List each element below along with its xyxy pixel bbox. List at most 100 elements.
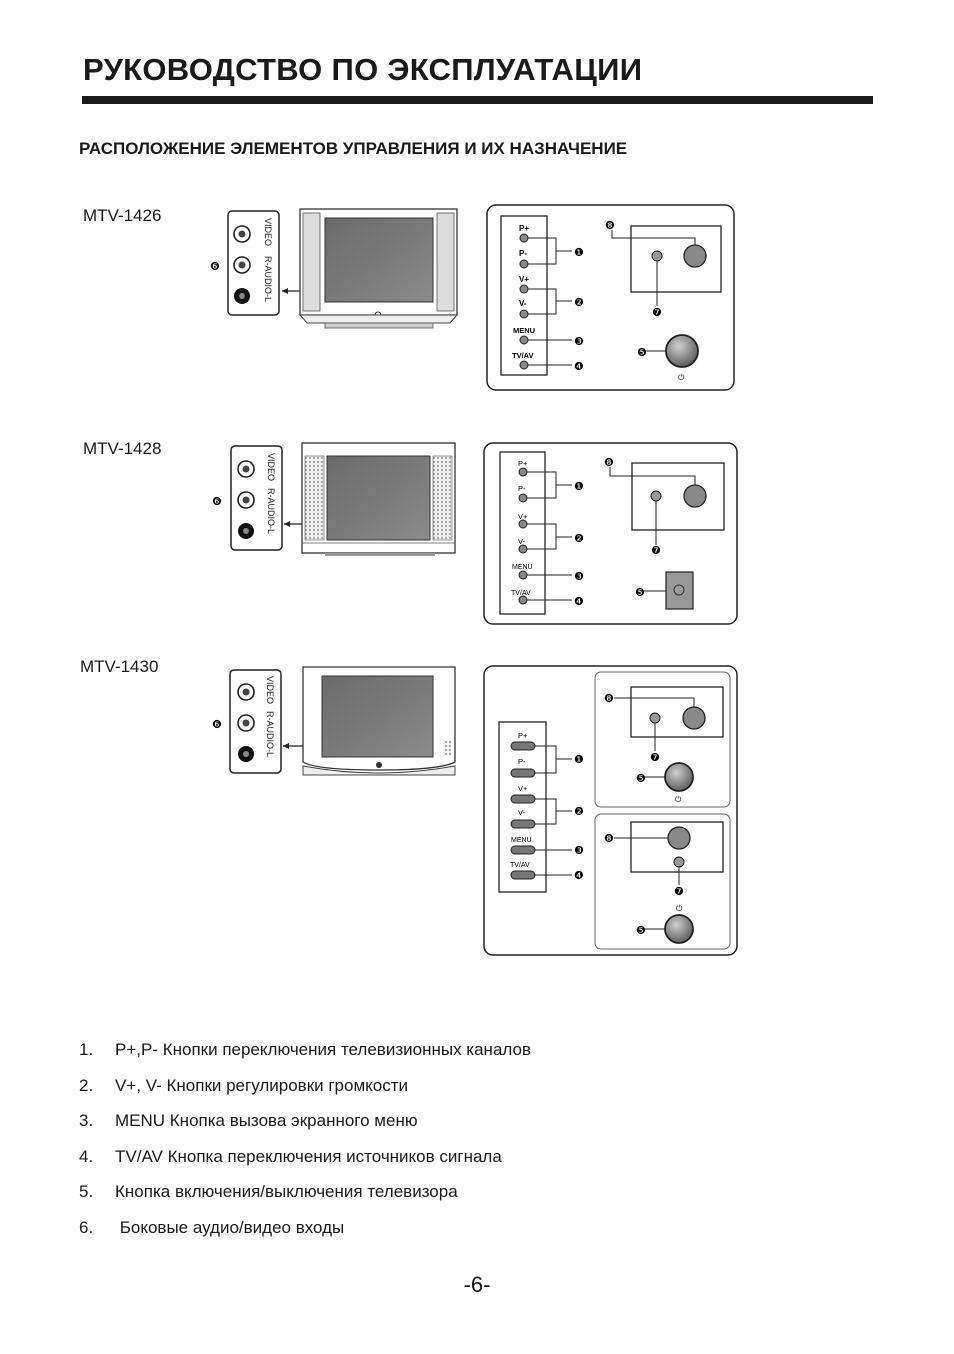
marker-8: ❽ [604,833,614,845]
mtv-1428-av-panel: VIDEO R-AUDIO-L [230,445,283,551]
marker-4: ❹ [574,361,584,373]
marker-4: ❹ [574,596,584,608]
marker-3: ❸ [574,336,584,348]
audio-l-jack-icon [233,256,251,274]
v-plus-button [518,519,528,529]
p-minus-label: P- [518,757,526,766]
audio-l-jack-icon [237,714,255,732]
indicator-led-icon [673,856,685,868]
marker-5: ❺ [636,773,646,785]
list-item: 1.P+,P- Кнопки переключения телевизионны… [79,1040,531,1059]
marker-6: ❻ [212,496,222,508]
marker-7: ❼ [674,886,684,898]
menu-button [518,570,528,580]
v-plus-label: V+ [518,784,528,793]
menu-label: MENU [513,326,535,335]
indicator-led-icon [650,490,662,502]
mtv-1430-av-panel: VIDEO R-AUDIO-L [229,669,282,774]
audio-r-jack-icon [238,523,254,539]
v-minus-button [518,544,528,554]
list-item: 5.Кнопка включения/выключения телевизора [79,1182,458,1201]
tvav-label: TV/AV [510,862,530,869]
ir-sensor-icon [683,484,707,508]
ir-sensor-icon [667,826,691,850]
v-plus-label: V+ [518,512,528,521]
marker-5: ❺ [637,347,647,359]
v-minus-button [519,309,529,319]
power-button-icon [665,334,699,368]
marker-1: ❶ [574,481,584,493]
menu-button [519,335,529,345]
mtv-1426-control-panel: P+ P- V+ V- MENU TV/AV ❶ ❷ ❸ ❹ ❽ ❼ ❺ ⏻ [486,204,735,391]
audio-l-jack-icon [237,491,255,509]
marker-8: ❽ [604,457,614,469]
power-symbol-icon: ⏻ [676,904,683,913]
p-minus-button [518,493,528,503]
audio-r-jack-icon [234,288,250,304]
marker-6: ❻ [212,719,222,731]
marker-2: ❷ [574,806,584,818]
p-minus-label: P- [518,484,526,493]
v-plus-button [519,284,529,294]
marker-5: ❺ [635,587,645,599]
title-underline [82,96,873,104]
video-jack-icon [237,683,255,701]
audio-jack-label: R-AUDIO-L [263,256,273,302]
page-number: -6- [463,1272,491,1297]
marker-2: ❷ [574,297,584,309]
p-plus-button [510,741,536,751]
marker-1: ❶ [574,754,584,766]
p-minus-button [510,768,536,778]
menu-label: MENU [511,837,532,844]
p-minus-label: P- [519,249,527,258]
mtv-1426-av-panel: VIDEO R-AUDIO-L [227,210,280,316]
mtv-1430-tv-illustration [302,666,456,776]
indicator-led-icon [651,250,663,262]
tvav-button [519,360,529,370]
marker-7: ❼ [650,752,660,764]
tvav-button [510,870,536,880]
list-item: 3.MENU Кнопка вызова экранного меню [79,1111,418,1130]
legend-list: 1.P+,P- Кнопки переключения телевизионны… [79,1040,531,1253]
page-title: РУКОВОДСТВО ПО ЭКСПЛУАТАЦИИ [83,52,643,87]
video-jack-icon [233,225,251,243]
power-symbol-icon: ⏻ [675,795,682,804]
video-jack-label: VIDEO [263,218,273,246]
model-label-mtv-1428: MTV-1428 [83,439,162,458]
audio-jack-label: R-AUDIO-L [266,488,276,534]
list-item: 4.TV/AV Кнопка переключения источников с… [79,1146,502,1166]
tvav-label: TV/AV [512,351,534,360]
marker-1: ❶ [574,247,584,259]
mtv-1426-tv-illustration [298,208,459,329]
p-plus-label: P+ [519,224,529,233]
power-button-icon [664,762,694,792]
marker-7: ❼ [652,307,662,319]
video-jack-label: VIDEO [266,453,276,481]
marker-5: ❺ [636,925,646,937]
v-minus-label: V- [518,537,526,546]
menu-label: MENU [512,564,533,571]
video-jack-label: VIDEO [265,676,275,704]
p-plus-button [518,467,528,477]
v-minus-button [510,819,536,829]
list-item: 6. Боковые аудио/видео входы [79,1217,345,1237]
indicator-led-icon [649,712,661,724]
marker-8: ❽ [604,693,614,705]
p-minus-button [519,259,529,269]
power-button-icon [664,914,694,944]
audio-jack-label: R-AUDIO-L [265,711,275,757]
power-button-icon [665,571,694,610]
mtv-1428-tv-illustration [301,442,456,556]
marker-7: ❼ [651,545,661,557]
marker-6: ❻ [210,261,220,273]
v-minus-label: V- [518,808,526,817]
ir-sensor-icon [683,244,707,268]
model-label-mtv-1426: MTV-1426 [83,206,162,225]
p-plus-label: P+ [518,731,528,740]
p-plus-label: P+ [518,459,528,468]
tvav-label: TV/AV [511,590,531,597]
mtv-1428-control-panel: P+ P- V+ V- MENU TV/AV ❶ ❷ ❸ ❹ ❽ ❼ ❺ [483,442,738,625]
v-plus-button [510,794,536,804]
marker-8: ❽ [605,220,615,232]
